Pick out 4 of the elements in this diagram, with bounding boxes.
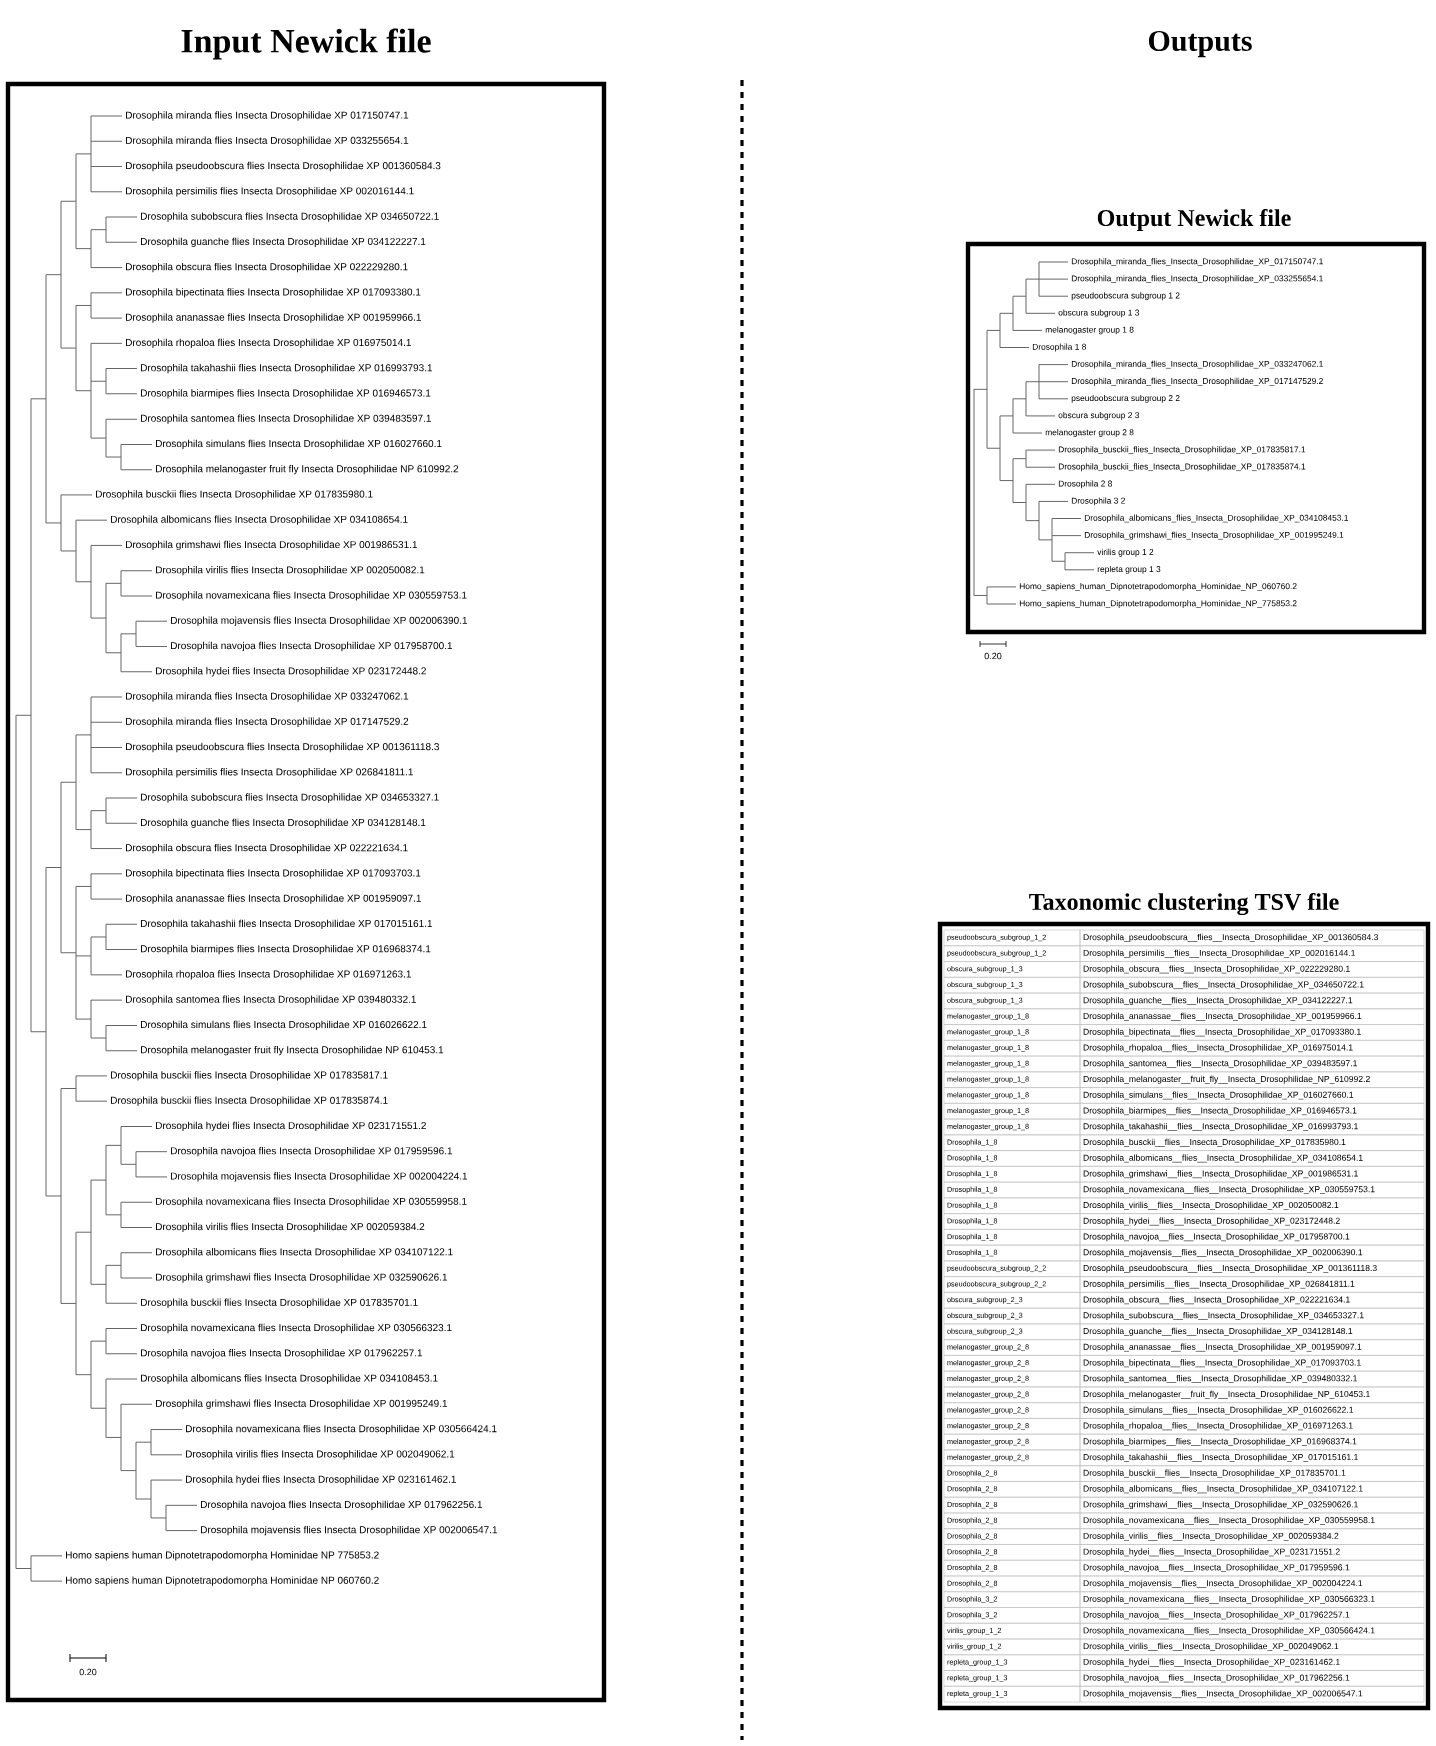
node-label: Taxonomic clustering TSV file [1029, 892, 1339, 916]
node-label: Output Newick file [1097, 209, 1291, 232]
column-heading: Outputs [1148, 30, 1252, 58]
node-label: Input Newick file [181, 28, 431, 60]
